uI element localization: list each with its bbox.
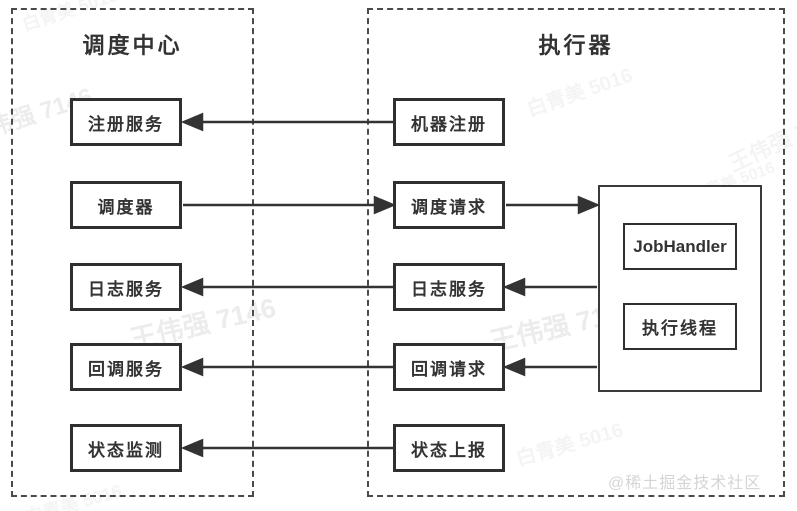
node-callback-request: 回调请求: [393, 343, 505, 391]
executor-panel: [367, 8, 785, 497]
node-log-service-center: 日志服务: [70, 263, 182, 311]
scheduler-center-panel: [11, 8, 254, 497]
executor-runtime-box: [598, 185, 762, 392]
node-job-handler: JobHandler: [623, 223, 737, 270]
community-credit: @稀土掘金技术社区: [608, 475, 762, 492]
executor-title: 执行器: [538, 33, 614, 58]
node-status-report: 状态上报: [393, 424, 505, 472]
scheduler-center-title: 调度中心: [82, 33, 183, 58]
node-schedule-request: 调度请求: [393, 181, 505, 229]
node-register-service: 注册服务: [70, 98, 182, 146]
node-execution-thread: 执行线程: [623, 303, 737, 350]
node-status-monitor: 状态监测: [70, 424, 182, 472]
node-machine-register: 机器注册: [393, 98, 505, 146]
node-scheduler: 调度器: [70, 181, 182, 229]
node-callback-service: 回调服务: [70, 343, 182, 391]
node-log-service-executor: 日志服务: [393, 263, 505, 311]
